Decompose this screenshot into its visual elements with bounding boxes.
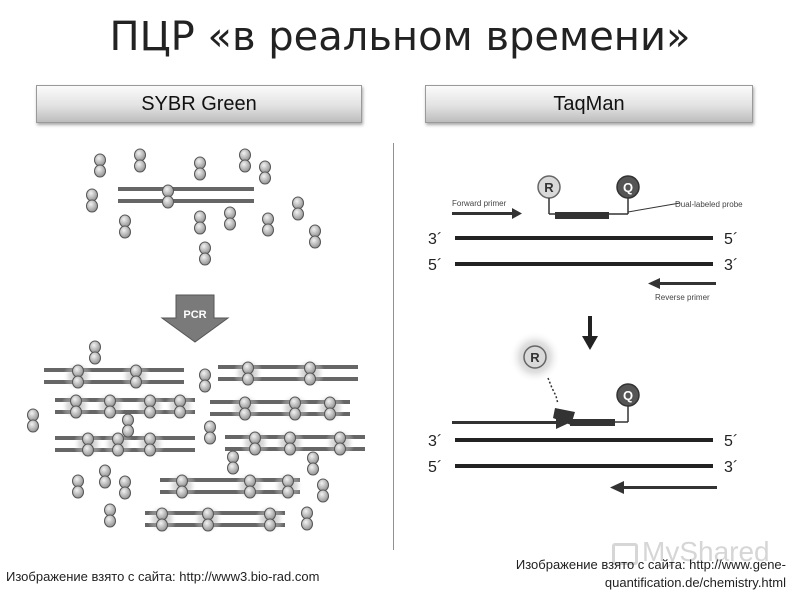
reverse-primer-label: Reverse primer xyxy=(655,293,710,302)
down-arrow xyxy=(582,316,598,350)
caption-left: Изображение взято с сайта: http://www3.b… xyxy=(6,568,319,586)
strand1-left-end: 3´ xyxy=(428,231,442,248)
strand2-right-end: 3´ xyxy=(724,257,738,274)
quencher-Q-top: Q xyxy=(617,176,639,214)
taqman-before: Forward primer R Q Dual-labeled probe 3´… xyxy=(428,176,743,302)
dna-duplex-top xyxy=(118,185,254,208)
quencher-Q-bottom: Q xyxy=(617,384,639,422)
free-dye-top xyxy=(87,149,321,265)
strand4-left-end: 5´ xyxy=(428,459,442,476)
dual-labeled-probe-label: Dual-labeled probe xyxy=(675,200,743,209)
pcr-arrow: PCR xyxy=(162,295,228,342)
svg-text:R: R xyxy=(530,350,540,365)
forward-primer-arrow xyxy=(512,208,522,219)
strand4-right-end: 3´ xyxy=(724,459,738,476)
pcr-arrow-label: PCR xyxy=(183,309,206,321)
strand2-left-end: 5´ xyxy=(428,257,442,274)
svg-text:R: R xyxy=(544,180,554,195)
reverse-primer-arrow xyxy=(648,278,660,289)
reporter-R-released: R xyxy=(509,331,561,383)
reporter-R-top: R xyxy=(538,176,560,214)
strand3-left-end: 3´ xyxy=(428,433,442,450)
strand1-right-end: 5´ xyxy=(724,231,738,248)
svg-text:Q: Q xyxy=(623,180,633,195)
svg-text:Q: Q xyxy=(623,388,633,403)
forward-primer-label: Forward primer xyxy=(452,199,507,208)
caption-right: Изображение взято с сайта: http://www.ge… xyxy=(430,556,786,592)
strand3-right-end: 5´ xyxy=(724,433,738,450)
taqman-after: R Q 3´ 5´ 5´ 3´ xyxy=(428,331,738,494)
